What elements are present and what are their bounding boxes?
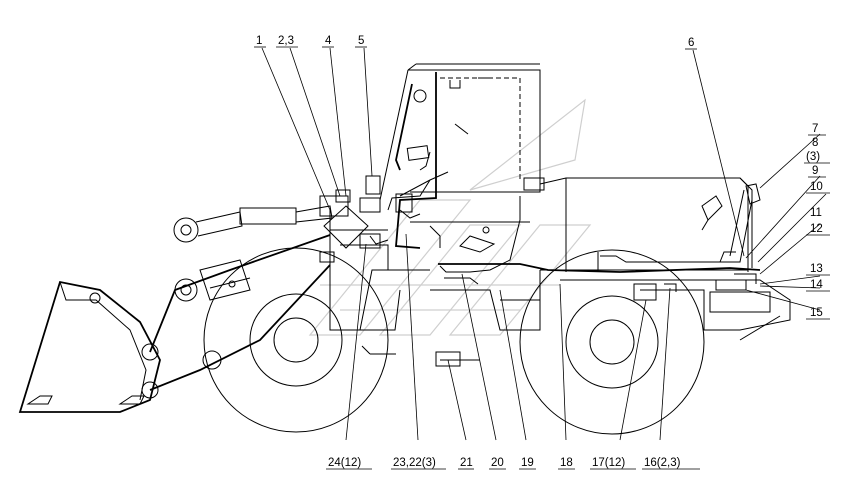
label-17: 17(12) xyxy=(592,457,625,469)
label-13: 13 xyxy=(810,263,823,275)
label-15: 15 xyxy=(810,307,823,319)
label-5: 5 xyxy=(358,35,364,47)
front-wheel xyxy=(203,247,389,433)
rear-wheel xyxy=(519,249,705,435)
callout-leaders xyxy=(261,47,827,441)
label-23-22: 23,22(3) xyxy=(393,457,436,469)
label-11: 11 xyxy=(810,207,822,219)
label-12: 12 xyxy=(810,223,823,235)
part-labels: 1 2,3 4 5 6 7 8 (3) 9 10 11 12 13 14 15 … xyxy=(254,35,830,470)
label-18: 18 xyxy=(560,457,573,469)
label-8-qty: (3) xyxy=(806,151,820,163)
label-4: 4 xyxy=(325,35,332,47)
boom-arm xyxy=(149,234,331,391)
cab-harness xyxy=(387,72,530,273)
label-16: 16(2,3) xyxy=(644,457,681,469)
label-1: 1 xyxy=(256,35,262,47)
label-20: 20 xyxy=(491,457,504,469)
bucket xyxy=(18,280,161,413)
label-9: 9 xyxy=(812,165,818,177)
label-8: 8 xyxy=(812,137,818,149)
label-2-3: 2,3 xyxy=(278,35,294,47)
cab xyxy=(379,63,545,201)
watermark-logo xyxy=(308,98,592,336)
rear-frame xyxy=(361,270,791,355)
tilt-cylinder xyxy=(173,205,333,243)
label-10: 10 xyxy=(810,181,823,193)
label-14: 14 xyxy=(810,279,823,291)
label-24: 24(12) xyxy=(328,457,361,469)
label-6: 6 xyxy=(688,37,694,49)
label-7: 7 xyxy=(812,123,818,135)
front-components xyxy=(228,175,413,288)
front-frame xyxy=(329,210,430,331)
label-19: 19 xyxy=(521,457,534,469)
label-21: 21 xyxy=(460,457,473,469)
main-harness xyxy=(435,189,761,367)
